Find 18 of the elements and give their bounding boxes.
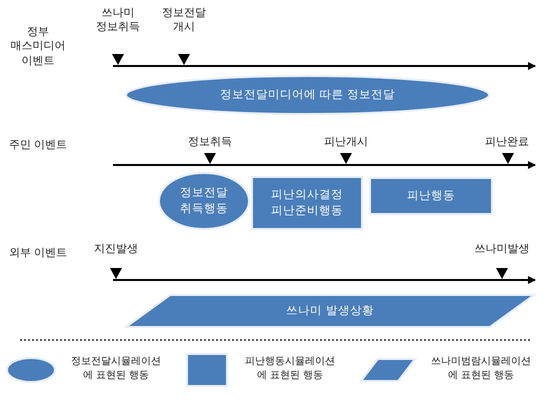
activity-block: 피난행동 <box>369 177 493 215</box>
activity-block: 피난의사결정 피난준비행동 <box>251 176 363 230</box>
row-label: 외부 이벤트 <box>8 246 68 260</box>
activity-ellipse: 정보전달 취득행동 <box>158 172 250 230</box>
event-label: 정보전달 개시 <box>161 6 207 35</box>
event-label: 쓰나미발생 <box>474 242 530 256</box>
legend-text: 쓰나미범람시뮬레이션 에 표현된 행동 <box>430 355 532 382</box>
event-label: 지진발생 <box>93 242 139 256</box>
activity-ellipse: 정보전달미디어에 따른 정보전달 <box>125 75 490 115</box>
event-label: 정보취득 <box>187 135 233 150</box>
event-label: 피난개시 <box>323 135 369 150</box>
event-label: 피난완료 <box>484 135 530 150</box>
event-label: 쓰나미 정보취득 <box>95 6 141 35</box>
row-label: 정부 매스미디어 이벤트 <box>10 25 66 68</box>
situation-band: 쓰나미 발생상황 <box>125 294 535 328</box>
row-label: 주민 이벤트 <box>8 138 68 152</box>
legend-text: 정보전달시뮬레이션 에 표현된 행동 <box>70 355 162 382</box>
legend-text: 피난행동시뮬레이션 에 표현된 행동 <box>244 355 336 382</box>
